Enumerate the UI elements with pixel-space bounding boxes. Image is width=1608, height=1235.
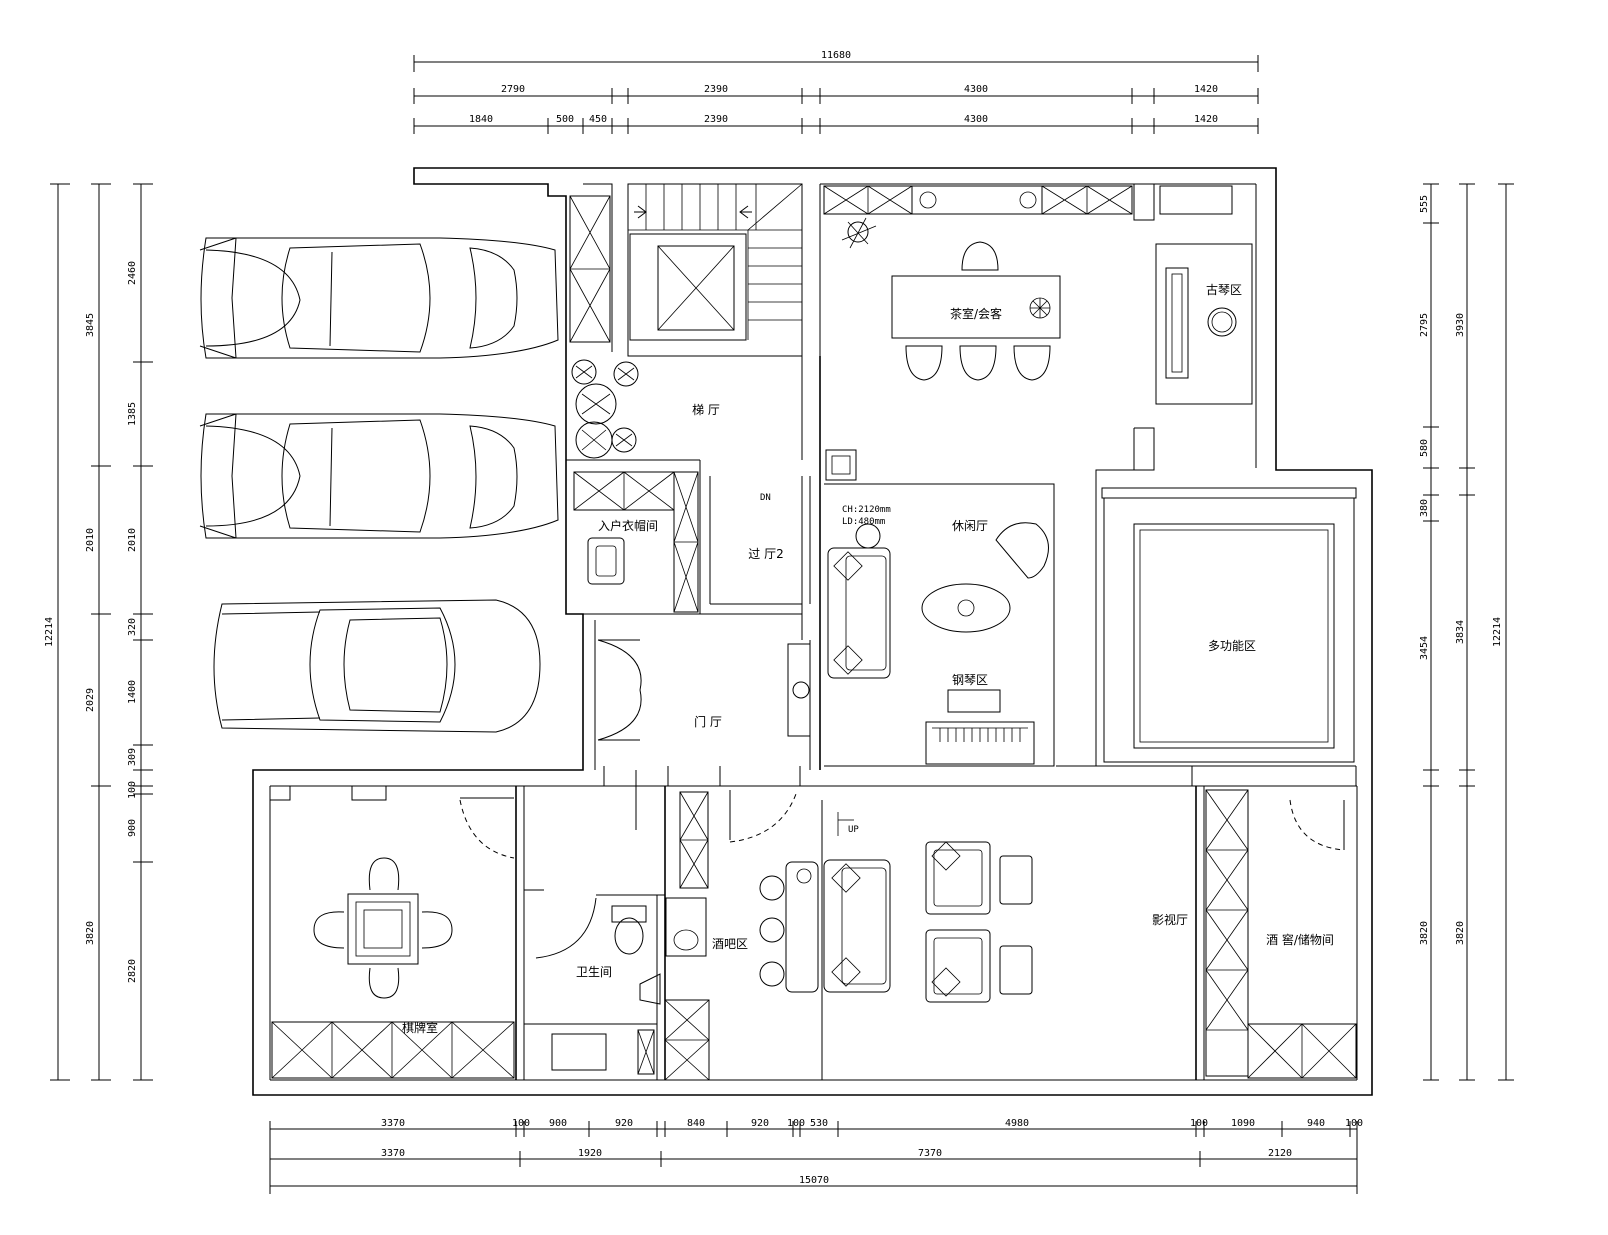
dim-top2-b: 2390 <box>704 84 728 95</box>
doors <box>459 639 1345 959</box>
tea-table <box>891 191 1061 381</box>
dim-left-in-a: 2460 <box>127 261 138 285</box>
dim-top3-c: 450 <box>589 114 607 125</box>
label-dn: DN <box>760 493 771 503</box>
dim-top3-a: 1840 <box>469 114 493 125</box>
dim-top2-d: 1420 <box>1194 84 1218 95</box>
dim-top2-c: 4300 <box>964 84 988 95</box>
walls <box>252 167 1373 1096</box>
label-up: UP <box>848 825 859 835</box>
dim-bot1-m: 100 <box>1345 1118 1363 1129</box>
piano <box>925 689 1035 765</box>
bottom-dimensions: 3370 100 900 920 840 920 100 530 4980 10… <box>269 1118 1363 1194</box>
dim-left-mid-a: 3845 <box>85 313 96 337</box>
label-entrance-hall: 门 厅 <box>694 714 722 729</box>
bathroom-sink <box>639 897 707 1005</box>
cloakroom-stool <box>587 537 625 585</box>
label-stair-hall: 梯 厅 <box>692 403 720 417</box>
dim-left-in-c: 2010 <box>127 528 138 552</box>
label-chess-room: 棋牌室 <box>402 1020 438 1035</box>
right-dimensions: 555 2795 580 380 3454 3820 3930 3834 382… <box>1419 183 1514 1081</box>
dim-left-in-h: 900 <box>127 819 138 837</box>
car-3 <box>213 599 541 733</box>
label-theater: 影视厅 <box>1152 912 1188 927</box>
dim-left-outer: 12214 <box>44 617 55 647</box>
dim-bot1-g: 100 <box>787 1118 805 1129</box>
leisure-sofa <box>827 522 1049 679</box>
label-guqin-area: 古琴区 <box>1206 282 1242 297</box>
label-cloakroom: 入户衣帽间 <box>598 518 658 533</box>
entrance-cabinet <box>787 643 811 737</box>
cabinets <box>271 185 1357 1081</box>
dim-right-in-e: 3454 <box>1419 636 1430 660</box>
dim-bot1-f: 920 <box>751 1118 769 1129</box>
dim-bot1-j: 100 <box>1190 1118 1208 1129</box>
dim-top3-d: 2390 <box>704 114 728 125</box>
column-box <box>825 449 857 481</box>
dim-left-in-g: 100 <box>127 781 138 799</box>
dim-right-mid-a: 3930 <box>1455 313 1466 337</box>
dim-bot-total: 15070 <box>799 1175 829 1186</box>
multi-function-platform <box>1101 487 1357 763</box>
car-1 <box>199 237 559 359</box>
dim-left-mid-c: 2029 <box>85 688 96 712</box>
label-ceiling-height: CH:2120mm <box>842 505 891 515</box>
dim-top-total: 11680 <box>821 50 851 61</box>
label-bar-area: 酒吧区 <box>712 937 748 951</box>
dim-right-in-d: 380 <box>1419 499 1430 517</box>
dim-bot1-i: 4980 <box>1005 1118 1029 1129</box>
dim-right-in-b: 2795 <box>1419 313 1430 337</box>
dim-left-in-i: 2820 <box>127 959 138 983</box>
bar-counter <box>759 861 819 993</box>
dim-bot1-h: 530 <box>810 1118 828 1129</box>
dim-bot1-e: 840 <box>687 1118 705 1129</box>
dim-left-mid-d: 3820 <box>85 921 96 945</box>
chess-table <box>313 857 453 999</box>
dim-left-in-f: 309 <box>127 748 138 766</box>
dim-right-in-f: 3820 <box>1419 921 1430 945</box>
dim-right-mid-b: 3834 <box>1455 620 1466 644</box>
dim-top3-b: 500 <box>556 114 574 125</box>
dim-bot2-a: 3370 <box>381 1148 405 1159</box>
car-2 <box>199 413 559 539</box>
dim-right-in-a: 555 <box>1419 195 1430 213</box>
left-dimensions: 12214 3845 2010 2029 3820 2460 1385 2010… <box>44 183 153 1081</box>
toilet <box>611 905 647 955</box>
label-wine-cellar: 酒 窖/储物间 <box>1266 932 1334 947</box>
label-ld: LD:480mm <box>842 517 885 527</box>
floor-lamp-icon <box>841 217 877 249</box>
theater-sofa <box>823 841 1033 1003</box>
dim-right-in-c: 580 <box>1419 439 1430 457</box>
dim-top3-e: 4300 <box>964 114 988 125</box>
dim-bot1-l: 940 <box>1307 1118 1325 1129</box>
label-multi-function: 多功能区 <box>1208 639 1256 653</box>
dim-bot1-k: 1090 <box>1231 1118 1255 1129</box>
dim-right-mid-c: 3820 <box>1455 921 1466 945</box>
dim-bot1-c: 900 <box>549 1118 567 1129</box>
dim-bot1-b: 100 <box>512 1118 530 1129</box>
label-bathroom: 卫生间 <box>576 965 612 979</box>
dim-left-in-d: 320 <box>127 618 138 636</box>
dim-bot1-d: 920 <box>615 1118 633 1129</box>
label-leisure-hall: 休闲厅 <box>952 519 988 533</box>
dim-left-in-e: 1400 <box>127 680 138 704</box>
plants <box>571 359 639 459</box>
dim-left-in-b: 1385 <box>127 402 138 426</box>
label-tea-room: 茶室/会客 <box>950 306 1002 321</box>
dim-top2-a: 2790 <box>501 84 525 95</box>
label-corridor2: 过 厅2 <box>748 547 783 561</box>
label-piano-area: 钢琴区 <box>952 673 988 687</box>
dim-top3-f: 1420 <box>1194 114 1218 125</box>
dim-bot2-c: 7370 <box>918 1148 942 1159</box>
dim-left-mid-b: 2010 <box>85 528 96 552</box>
dim-bot2-d: 2120 <box>1268 1148 1292 1159</box>
dim-bot2-b: 1920 <box>578 1148 602 1159</box>
staircase <box>628 183 803 341</box>
room-labels: 茶室/会客 古琴区 梯 厅 入户衣帽间 过 厅2 休闲厅 钢琴区 多功能区 门 … <box>402 282 1334 1035</box>
dim-right-outer: 12214 <box>1492 617 1503 647</box>
guqin-table <box>1155 243 1253 405</box>
top-dimensions: 11680 2790 2390 4300 1420 1840 500 450 2… <box>413 50 1259 134</box>
dim-bot1-a: 3370 <box>381 1118 405 1129</box>
